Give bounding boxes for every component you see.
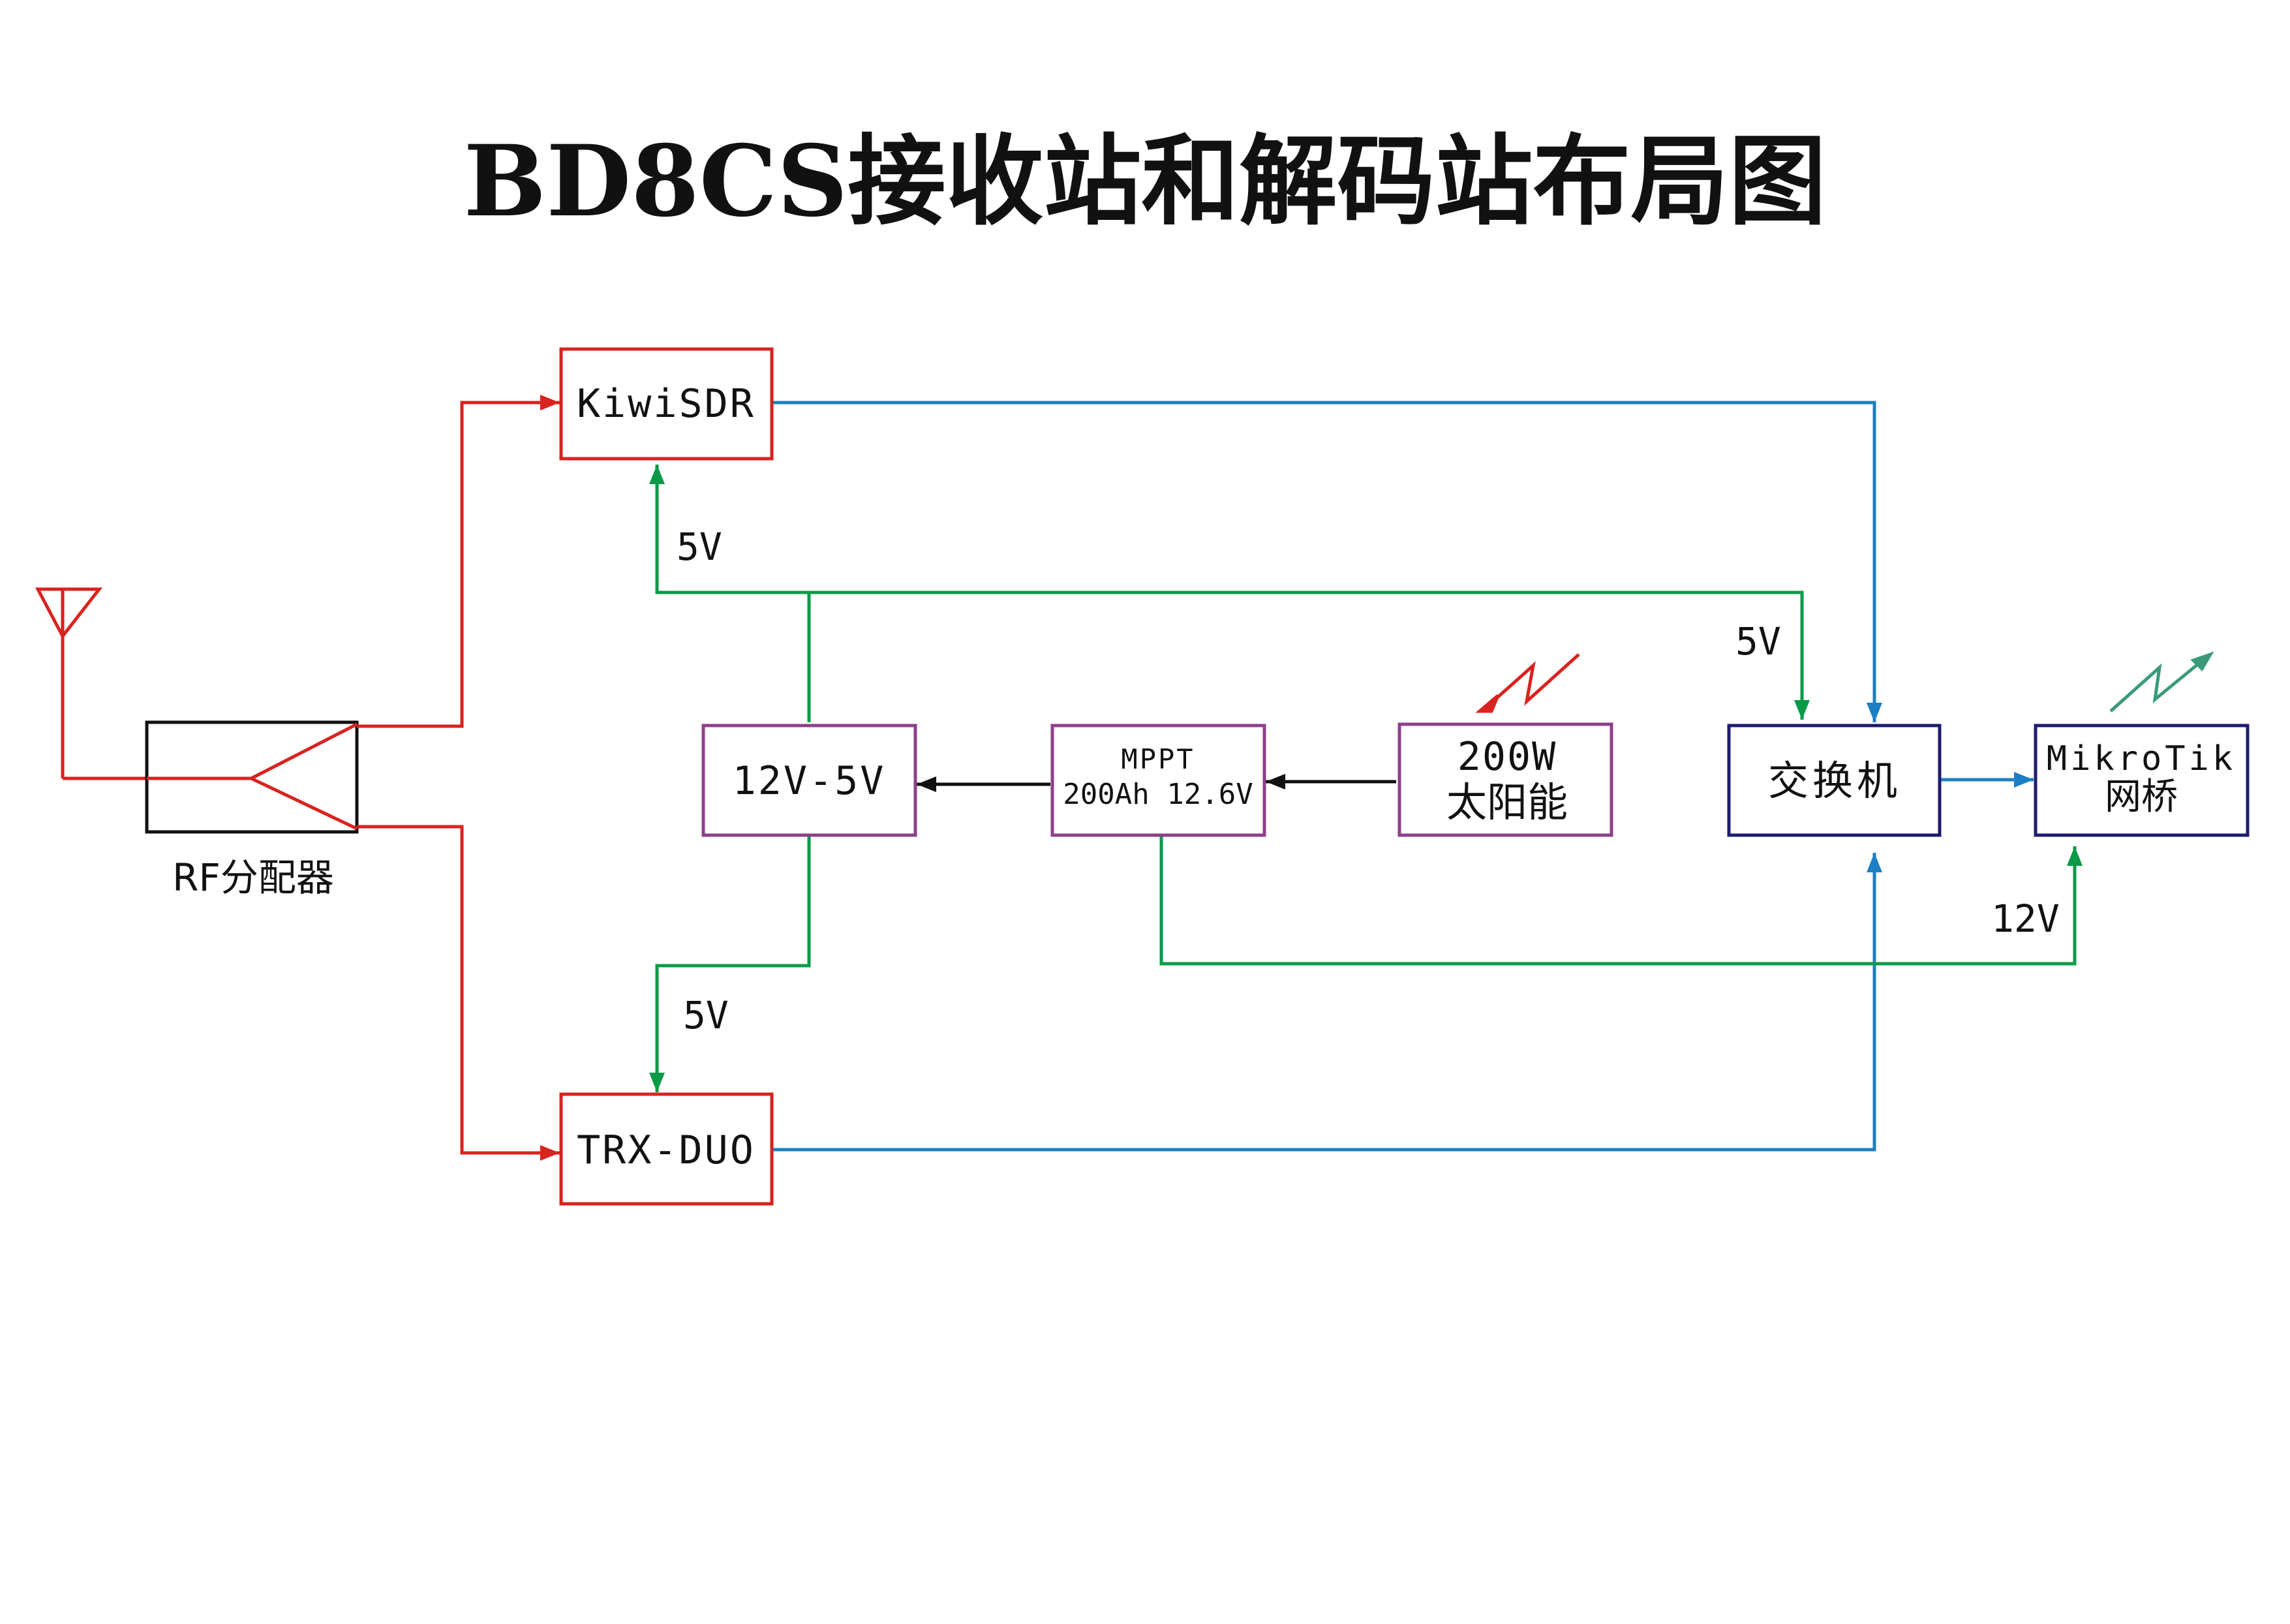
mppt-label-line2: 200Ah 12.6V [1063, 778, 1253, 811]
power-connections [649, 465, 2083, 1092]
solar-label-line2: 太阳能 [1446, 778, 1568, 826]
kiwisdr-box: KiwiSDR [559, 347, 774, 461]
converter-label: 12V-5V [733, 758, 886, 804]
kiwisdr-label: KiwiSDR [577, 381, 756, 427]
bridge-12v-label: 12V [1991, 896, 2060, 941]
rf-connections [357, 395, 560, 1161]
bridge-label-line2: 网桥 [2105, 776, 2178, 818]
switch-label: 交换机 [1768, 757, 1901, 804]
trx-5v-label: 5V [683, 993, 729, 1037]
network-connections [772, 401, 2034, 1152]
wireless-bolt-icon [2109, 651, 2214, 712]
converter-box: 12V-5V [701, 724, 917, 837]
mppt-box: MPPT 200Ah 12.6V [1050, 724, 1266, 837]
solar-box: 200W 太阳能 [1397, 722, 1613, 837]
solar-label-line1: 200W [1458, 734, 1557, 780]
trx-duo-label: TRX-DUO [577, 1127, 756, 1173]
trx-duo-box: TRX-DUO [559, 1092, 774, 1206]
diagram-title: BD8CS接收站和解码站布局图 [464, 124, 1827, 239]
kiwisdr-5v-label: 5V [677, 525, 722, 569]
rf-splitter [145, 720, 359, 834]
antenna-icon [35, 587, 251, 780]
mppt-label-line1: MPPT [1121, 743, 1195, 775]
switch-box: 交换机 [1727, 724, 1942, 837]
splitter-label: RF分配器 [172, 855, 334, 900]
charge-connections [917, 774, 1396, 792]
bridge-label-line1: MikroTik [2047, 739, 2236, 778]
switch-5v-label: 5V [1735, 619, 1781, 664]
bridge-box: MikroTik 网桥 [2034, 724, 2250, 837]
solar-bolt-icon [1475, 653, 1580, 713]
